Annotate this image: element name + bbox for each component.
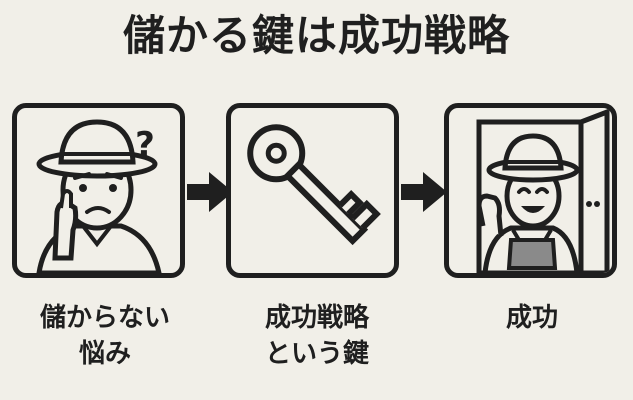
step-caption-success: 成功 — [432, 300, 632, 336]
step-caption-line: 成功戦略 — [264, 303, 369, 333]
smiling-man-door-icon — [476, 108, 610, 273]
step-caption-line: 悩み — [78, 339, 131, 369]
step-panel-worried: ? — [12, 103, 185, 278]
worried-man-icon — [36, 119, 162, 273]
key-icon — [247, 124, 381, 246]
step-panel-key — [226, 103, 399, 278]
step-caption-key: 成功戦略 という鍵 — [212, 300, 422, 372]
step-caption-line: という鍵 — [264, 339, 369, 369]
question-mark-icon: ? — [135, 125, 155, 165]
step-caption-line: 成功 — [505, 303, 558, 333]
step-panel-success — [444, 103, 617, 278]
arrow-right-icon — [187, 172, 233, 212]
step-caption-line: 儲からない — [39, 303, 170, 333]
page-title: 儲かる鍵は成功戦略 — [122, 11, 510, 60]
step-caption-worried: 儲からない 悩み — [0, 300, 210, 372]
arrow-right-icon — [401, 172, 447, 212]
svg-text:?: ? — [135, 125, 155, 165]
